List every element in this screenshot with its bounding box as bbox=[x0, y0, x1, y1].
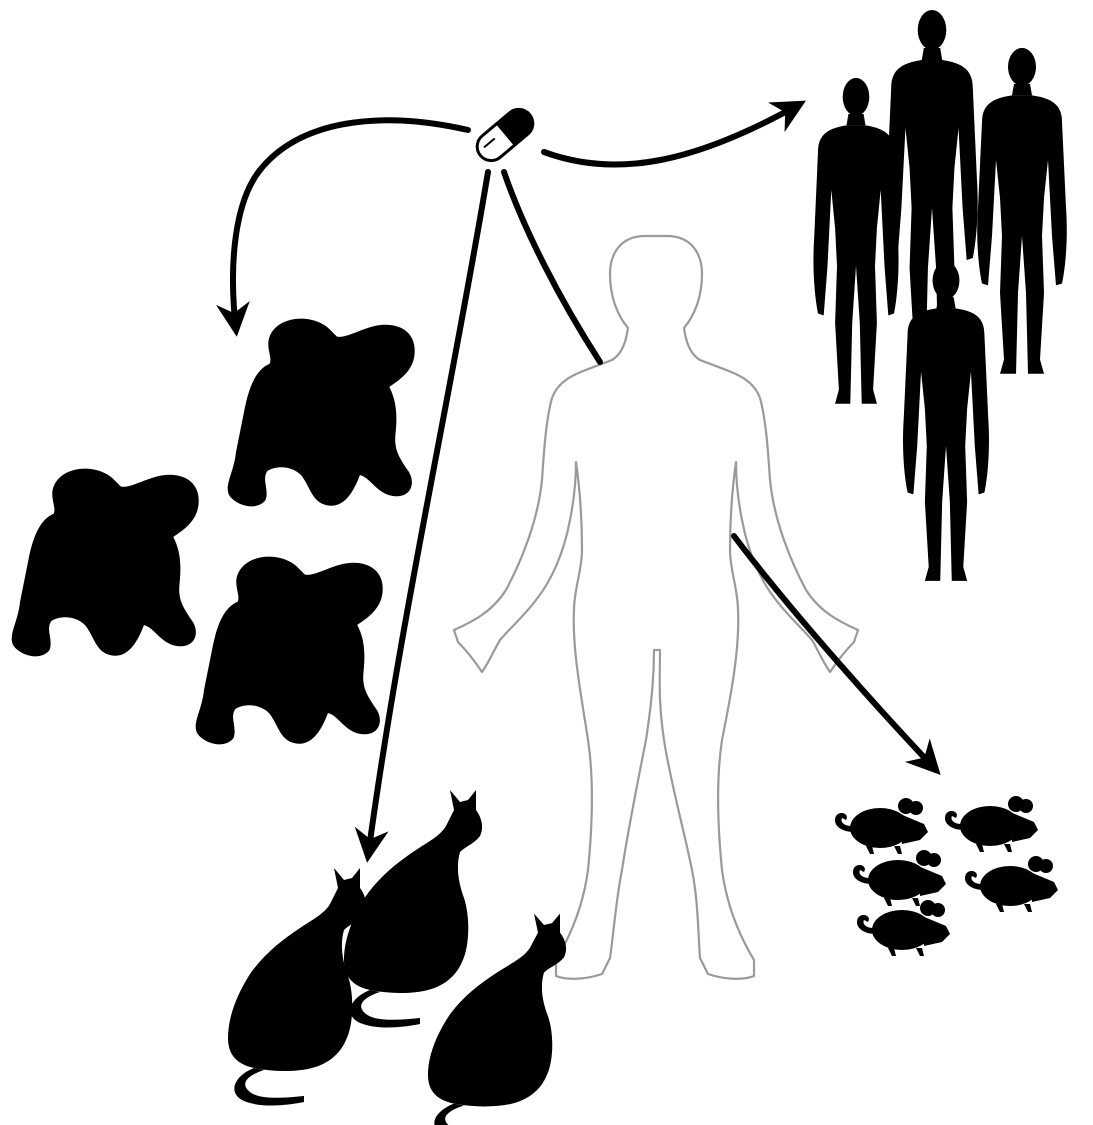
mouse-icon bbox=[965, 856, 1058, 912]
human-silhouette-icon bbox=[886, 10, 977, 353]
chimpanzee-group bbox=[12, 319, 415, 745]
cat-group bbox=[228, 790, 566, 1125]
human-outline-icon bbox=[454, 236, 858, 979]
chimpanzee-icon bbox=[12, 469, 199, 657]
chimpanzee-icon bbox=[196, 557, 383, 745]
arrow-to-humans bbox=[544, 104, 800, 165]
arrow-to-mice bbox=[504, 172, 600, 362]
mouse-icon bbox=[853, 850, 946, 906]
human-silhouette-icon bbox=[977, 48, 1067, 374]
arrow-to-cats bbox=[368, 172, 488, 856]
mouse-icon bbox=[835, 798, 928, 854]
human-silhouette-icon bbox=[813, 78, 898, 404]
arrow-to-mice-continued bbox=[734, 536, 936, 770]
mouse-icon bbox=[945, 796, 1038, 852]
arrow-to-primates bbox=[233, 120, 468, 330]
mouse-group bbox=[835, 796, 1058, 956]
human-silhouette-group bbox=[813, 10, 1066, 581]
mouse-icon bbox=[857, 900, 950, 956]
pill-capsule-icon bbox=[471, 104, 538, 167]
cat-icon bbox=[228, 868, 366, 1106]
chimpanzee-icon bbox=[228, 319, 415, 507]
